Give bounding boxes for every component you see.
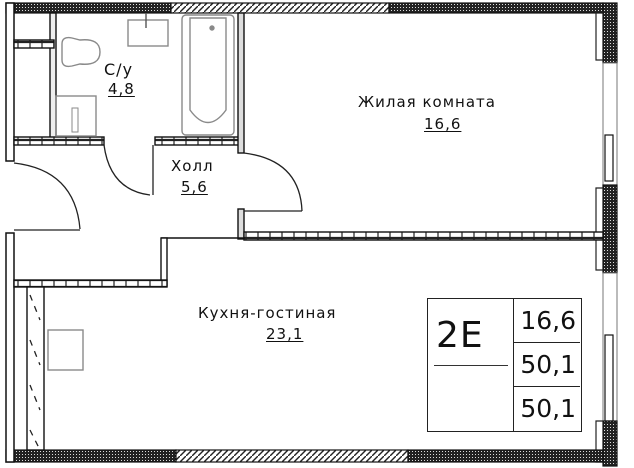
- room-name-bathroom: С/у: [104, 60, 134, 79]
- room-name-living-room: Жилая комната: [358, 93, 496, 111]
- room-area-kitchen-living: 23,1: [266, 325, 304, 343]
- room-area-living-room: 16,6: [424, 115, 462, 133]
- apartment-info-card: 2Е 16,6 50,1 50,1: [427, 298, 582, 432]
- bathtub-icon: [189, 17, 227, 124]
- apartment-type-cell: 2Е: [428, 299, 514, 431]
- total-area-with-balcony-value: 50,1: [520, 394, 576, 423]
- fixtures: [47, 13, 235, 371]
- living-area-value: 16,6: [514, 299, 580, 343]
- card-divider: [434, 365, 508, 366]
- room-area-hall: 5,6: [181, 178, 208, 196]
- apartment-type: 2Е: [436, 315, 484, 356]
- washing-machine-icon: [55, 95, 97, 137]
- room-name-hall: Холл: [171, 157, 214, 175]
- door-swings: [13, 144, 303, 451]
- exterior-walls: [5, 2, 618, 467]
- bathtub-outer: [181, 14, 235, 136]
- room-area-bathroom: 4,8: [108, 80, 135, 98]
- toilet-icon: [61, 36, 101, 68]
- area-values: 16,6 50,1 50,1: [514, 299, 580, 431]
- total-area-value: 50,1: [514, 343, 580, 387]
- room-name-kitchen-living: Кухня-гостиная: [198, 304, 337, 322]
- sink-icon: [127, 19, 169, 47]
- kitchen-unit-icon: [47, 329, 84, 371]
